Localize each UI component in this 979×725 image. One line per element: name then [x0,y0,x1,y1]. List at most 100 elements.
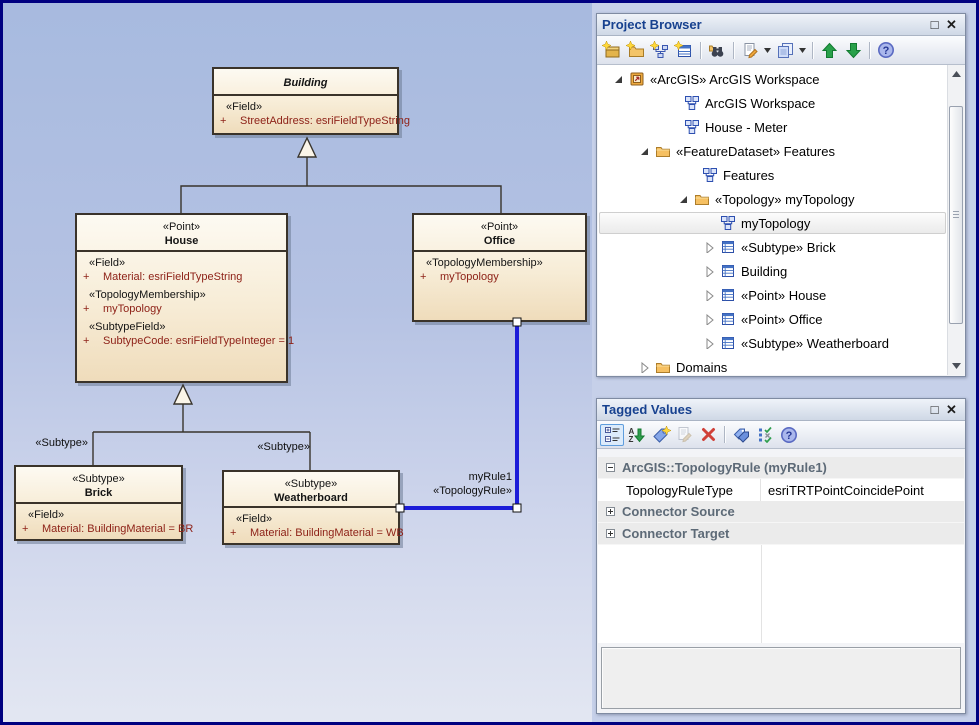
scroll-down-button[interactable] [948,358,964,374]
vertical-scrollbar[interactable] [947,65,964,375]
tree-item-diagram-mytopology-selected[interactable]: myTopology [598,211,947,235]
move-up-button[interactable] [817,39,841,61]
expand-arrow-icon[interactable] [700,241,718,253]
stereotype-line: «Field» [77,256,286,270]
collapse-arrow-icon[interactable] [635,145,653,157]
tag-group-row[interactable]: Connector Target [598,523,964,545]
new-diagram-button[interactable] [648,39,672,61]
expand-box-icon[interactable] [606,507,615,516]
edit-tag-button[interactable] [672,424,696,446]
tagged-values-grid[interactable]: ArcGIS::TopologyRule (myRule1) TopologyR… [598,457,964,643]
new-package-button[interactable] [624,39,648,61]
defaults-checklist-button[interactable] [753,424,777,446]
element-icon [718,335,737,351]
help-button[interactable]: ? [874,39,898,61]
collapse-box-icon[interactable] [606,463,615,472]
tree-item-diagram-features[interactable]: Features [598,163,947,187]
class-weatherboard[interactable]: «Subtype» Weatherboard «Field» +Material… [222,470,400,545]
class-house[interactable]: «Point» House «Field» +Material: esriFie… [75,213,288,383]
tree-view-button[interactable] [600,424,624,446]
tree-item-arcgis-workspace-root[interactable]: «ArcGIS» ArcGIS Workspace [598,67,947,91]
scrollbar-thumb[interactable] [949,106,963,324]
column-divider[interactable] [761,545,762,643]
tree-item-element-house[interactable]: «Point» House [598,283,947,307]
new-model-button[interactable] [600,39,624,61]
collapse-arrow-icon[interactable] [674,193,692,205]
rule-name-label: myRule1 [469,471,512,483]
help-button[interactable]: ? [777,424,801,446]
class-title: Building [214,69,397,96]
toolbar-separator [869,42,870,59]
panel-titlebar[interactable]: Tagged Values □ ✕ [597,399,965,421]
expand-arrow-icon[interactable] [635,361,653,373]
tag-value-row[interactable]: TopologyRuleType esriTRTPointCoincidePoi… [598,479,964,501]
tree-item-featuredataset-features[interactable]: «FeatureDataset» Features [598,139,947,163]
edit-documents-dropdown[interactable] [762,39,773,61]
connector-handle[interactable] [513,504,521,512]
tag-value-cell[interactable]: esriTRTPointCoincidePoint [761,479,964,501]
delete-tag-button[interactable] [696,424,720,446]
tagged-values-toolbar: AZ ? [597,421,965,449]
tag-group-row[interactable]: Connector Source [598,501,964,523]
expand-arrow-icon[interactable] [700,337,718,349]
attribute-line: +Material: BuildingMaterial = WB [224,526,398,540]
stereotype-line: «TopologyMembership» [77,288,286,302]
maximize-button[interactable]: □ [926,400,943,420]
toolbar-separator [700,42,701,59]
expand-box-icon[interactable] [606,529,615,538]
tree-item-domains[interactable]: Domains [598,355,947,375]
tags-button[interactable] [729,424,753,446]
expand-arrow-icon[interactable] [700,289,718,301]
collapse-arrow-icon[interactable] [609,73,627,85]
generalization-arrow [298,138,316,157]
folder-icon [653,359,672,375]
tree-item-diagram-house-meter[interactable]: House - Meter [598,115,947,139]
tag-notes-area[interactable] [601,647,961,709]
class-title: «Subtype» Brick [16,467,181,504]
tree-item-topology-mytopology[interactable]: «Topology» myTopology [598,187,947,211]
panel-titlebar[interactable]: Project Browser □ ✕ [597,14,965,36]
stereotype-line: «SubtypeField» [77,320,286,334]
tree-item-element-weatherboard[interactable]: «Subtype» Weatherboard [598,331,947,355]
tag-group-row[interactable]: ArcGIS::TopologyRule (myRule1) [598,457,964,479]
tree-item-element-building[interactable]: Building [598,259,947,283]
class-brick[interactable]: «Subtype» Brick «Field» +Material: Build… [14,465,183,541]
move-down-button[interactable] [841,39,865,61]
diagram-canvas[interactable]: Building «Field» +StreetAddress: esriFie… [0,0,592,725]
tree-item-diagram-arcgis-workspace[interactable]: ArcGIS Workspace [598,91,947,115]
tag-group-label: ArcGIS::TopologyRule (myRule1) [622,460,827,475]
new-tag-button[interactable] [648,424,672,446]
tagged-values-panel: Tagged Values □ ✕ AZ [596,398,966,714]
scroll-up-button[interactable] [948,66,964,82]
diagram-icon [682,119,701,135]
project-browser-panel: Project Browser □ ✕ [596,13,966,377]
class-office[interactable]: «Point» Office «TopologyMembership» +myT… [412,213,587,322]
generalization-connector-house[interactable] [93,385,310,470]
subtype-label-right: «Subtype» [240,441,310,453]
find-in-browser-button[interactable] [705,39,729,61]
class-building[interactable]: Building «Field» +StreetAddress: esriFie… [212,67,399,135]
duplicate-button[interactable] [773,39,797,61]
duplicate-dropdown[interactable] [797,39,808,61]
attribute-compartment: «Field» +Material: esriFieldTypeString «… [77,252,286,348]
close-button[interactable]: ✕ [943,400,960,420]
project-tree[interactable]: «ArcGIS» ArcGIS Workspace ArcGIS Workspa… [598,65,947,375]
tree-item-element-office[interactable]: «Point» Office [598,307,947,331]
generalization-connector-building[interactable] [181,138,501,213]
subtype-label-left: «Subtype» [18,437,88,449]
edit-documents-button[interactable] [738,39,762,61]
tag-group-label: Connector Source [622,504,735,519]
tree-item-element-brick[interactable]: «Subtype» Brick [598,235,947,259]
expand-arrow-icon[interactable] [700,265,718,277]
generalization-arrow [174,385,192,404]
tag-name-cell[interactable]: TopologyRuleType [598,479,761,501]
new-element-button[interactable] [672,39,696,61]
sort-alpha-button[interactable]: AZ [624,424,648,446]
close-button[interactable]: ✕ [943,15,960,35]
stereotype-line: «TopologyMembership» [414,256,585,270]
maximize-button[interactable]: □ [926,15,943,35]
expand-arrow-icon[interactable] [700,313,718,325]
diagram-icon [718,215,737,231]
star-badge-icon [674,41,683,50]
class-name: Weatherboard [224,491,398,505]
